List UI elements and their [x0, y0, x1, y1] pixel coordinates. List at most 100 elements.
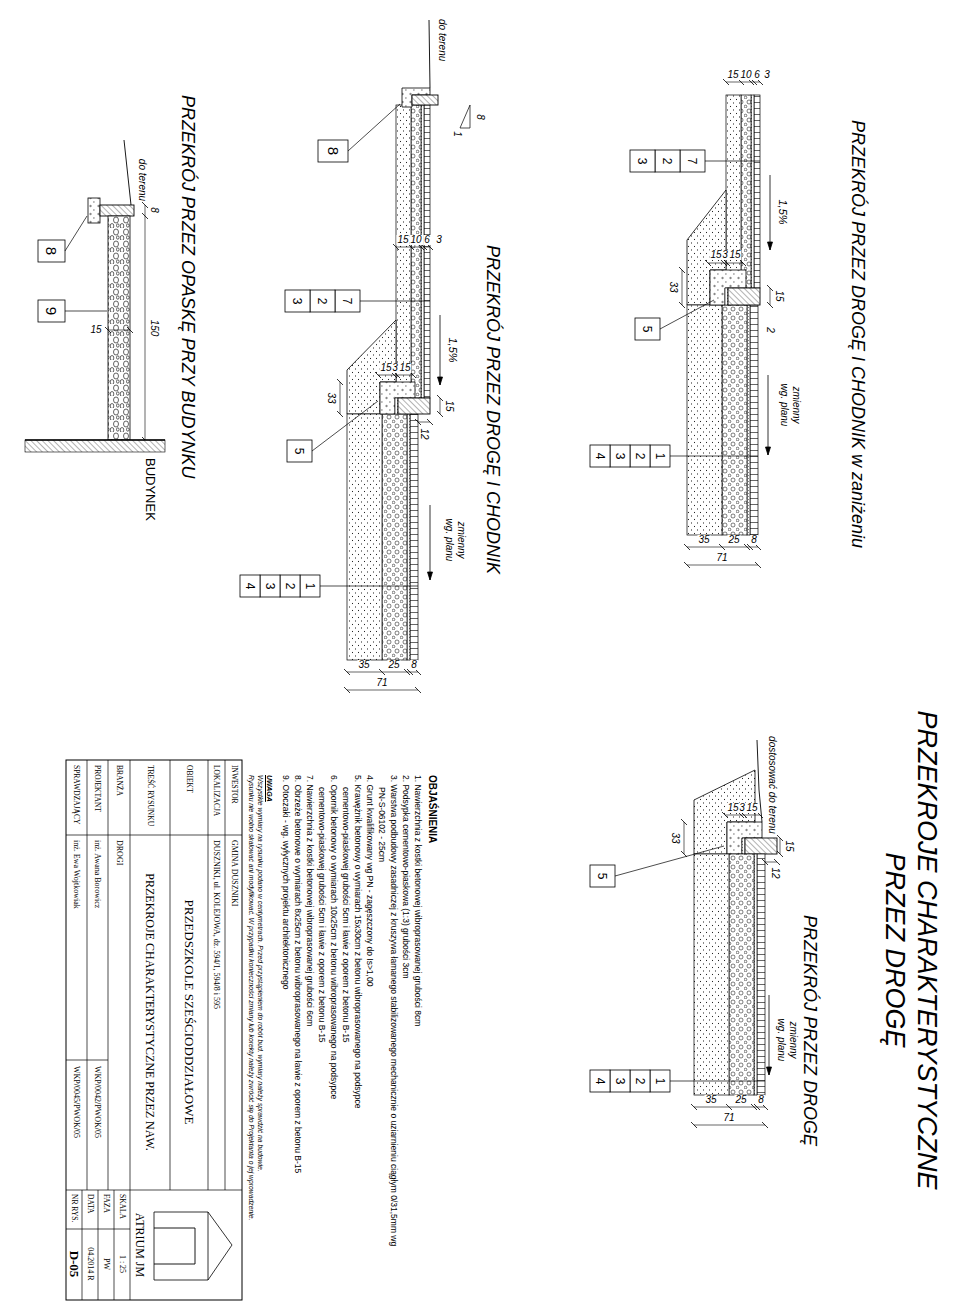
label-holder: zmienny wg. planu	[778, 379, 802, 431]
dimension-tick	[679, 267, 685, 273]
dimension-label: 3	[435, 235, 443, 245]
dimension-label: 15	[728, 250, 741, 260]
dimension-tick	[105, 327, 111, 333]
label-holder: 150	[149, 319, 159, 338]
slope-triangle	[470, 105, 471, 128]
label-holder: 8	[410, 660, 418, 670]
label-holder: 10	[409, 235, 422, 245]
callout-box	[655, 150, 680, 172]
label-holder: 1 : 25	[118, 1255, 126, 1273]
drawing-title: PRZEKROJE CHARAKTERYSTYCZNE PRZEZ DROGĘ	[878, 680, 942, 1220]
leader-line	[65, 216, 87, 251]
title-block-rule	[66, 835, 242, 836]
arrow-head	[768, 242, 773, 250]
dimension-label: 33	[668, 280, 678, 293]
callout-number: 8	[326, 147, 341, 155]
label-holder: ATRIUM JM	[134, 1213, 146, 1277]
label-holder: INWESTOR	[230, 765, 238, 804]
title-block-rule	[66, 1190, 242, 1191]
label-holder: 35	[358, 660, 371, 670]
drawing-number: D-05	[68, 1251, 81, 1278]
leader-line	[320, 586, 418, 587]
dimension-tick	[762, 1122, 768, 1128]
dimension-tick	[724, 260, 730, 266]
label-holder: 6	[423, 235, 431, 245]
title-block-value: inż. Awana Borowicz	[94, 840, 102, 908]
pavement-layer	[411, 105, 421, 398]
label-holder: 5	[597, 873, 609, 880]
pavement-layer	[754, 854, 757, 1095]
dimension-label: 15	[727, 70, 740, 80]
dimension-tick	[751, 1104, 757, 1110]
label-holder: 3	[264, 583, 276, 590]
label-holder: 7	[687, 158, 699, 165]
dimension-line	[108, 330, 130, 331]
title-block-rule	[170, 760, 171, 1190]
callout-number: 1	[304, 583, 316, 590]
title-block-value: 1 : 25	[118, 1255, 126, 1273]
label-holder: 25	[728, 535, 741, 545]
title-block-rule	[108, 760, 109, 1190]
label-holder: 25	[735, 1095, 748, 1105]
label-holder: LOKALIZACJA	[213, 765, 221, 816]
title-block-field: FAZA	[102, 1194, 110, 1213]
dimension-line	[682, 270, 683, 305]
dimension-tick	[684, 544, 690, 550]
label-holder: dostosować do terenu	[767, 735, 777, 835]
label-holder: 2	[634, 1078, 646, 1085]
edging-bench	[88, 198, 100, 223]
arrow-head	[766, 447, 771, 455]
title-block-value: DUSZNIKI, ul. KOLEJOWA, dz. 594/1, 594/8…	[213, 840, 221, 1009]
pavement-layer	[741, 95, 751, 288]
label-holder: 3	[722, 250, 730, 260]
curb-bedding	[395, 398, 398, 414]
slope-triangle	[460, 105, 470, 128]
pavement-layer	[754, 95, 760, 288]
label-holder: 15	[727, 70, 740, 80]
callout-box	[610, 445, 630, 467]
dimension-label: 6	[753, 70, 761, 80]
callout-number: 2	[284, 583, 296, 590]
label-holder: 3	[392, 363, 400, 373]
section-title: PRZEKRÓJ PRZEZ DROGĘ I CHODNIK	[483, 245, 504, 574]
slope-arrow	[440, 315, 441, 385]
dimension-tick	[705, 260, 711, 266]
dimension-tick	[691, 1122, 697, 1128]
terrain-line	[124, 140, 131, 205]
pavement-layer	[757, 854, 765, 1095]
dimension-tick	[777, 851, 783, 857]
label-holder: PRZEKRÓJ PRZEZ OPASKĘ PRZY BUDYNKU	[178, 95, 199, 478]
logo-detail	[154, 1228, 195, 1264]
leader-line	[348, 104, 400, 151]
dimension-tick	[344, 687, 350, 693]
callout-number: 5	[294, 448, 306, 455]
label-holder: 71	[376, 678, 389, 688]
label-holder: 1,5%	[447, 337, 458, 362]
callout-box	[590, 865, 615, 887]
label-holder: 71	[723, 1113, 736, 1123]
title-block-value: 04.2014 R	[86, 1247, 94, 1280]
dimension-line	[687, 565, 758, 566]
title-block-field: TREŚĆ RYSUNKU	[146, 765, 154, 826]
title-block-rule	[208, 760, 209, 1190]
dimension-tick	[691, 1104, 697, 1110]
dimension-label: 8	[750, 535, 758, 545]
label-holder: 6	[753, 70, 761, 80]
note-text: 4. Grunt kwalifikowany wg PN - zagęszczo…	[364, 775, 376, 1255]
label-holder: WKP/0045/PWOK/05	[73, 1066, 81, 1138]
label-holder: NR RYS.	[70, 1194, 78, 1222]
dimension-label: 35	[358, 660, 371, 670]
dimension-label: 3	[722, 250, 730, 260]
title-block-field: OBIEKT	[185, 765, 193, 793]
callout-box	[630, 445, 650, 467]
note-text: 6. Opornik betonowy o wymiarach 10x25cm …	[316, 775, 340, 1145]
title-block-field: SPRAWDZAJĄCY	[73, 765, 81, 824]
dimension-label: 15	[745, 803, 758, 813]
note-text: 5. Krawężnik betonowy o wymiarach 15x30c…	[340, 775, 364, 1145]
slope-label: 1,5%	[447, 337, 458, 362]
label-holder: 15	[398, 363, 411, 373]
label-holder: PROJEKTANT	[94, 765, 102, 812]
dimension-label: dostosować do terenu	[767, 735, 777, 835]
title-block-rule	[87, 760, 88, 1190]
dimension-tick	[404, 669, 410, 675]
